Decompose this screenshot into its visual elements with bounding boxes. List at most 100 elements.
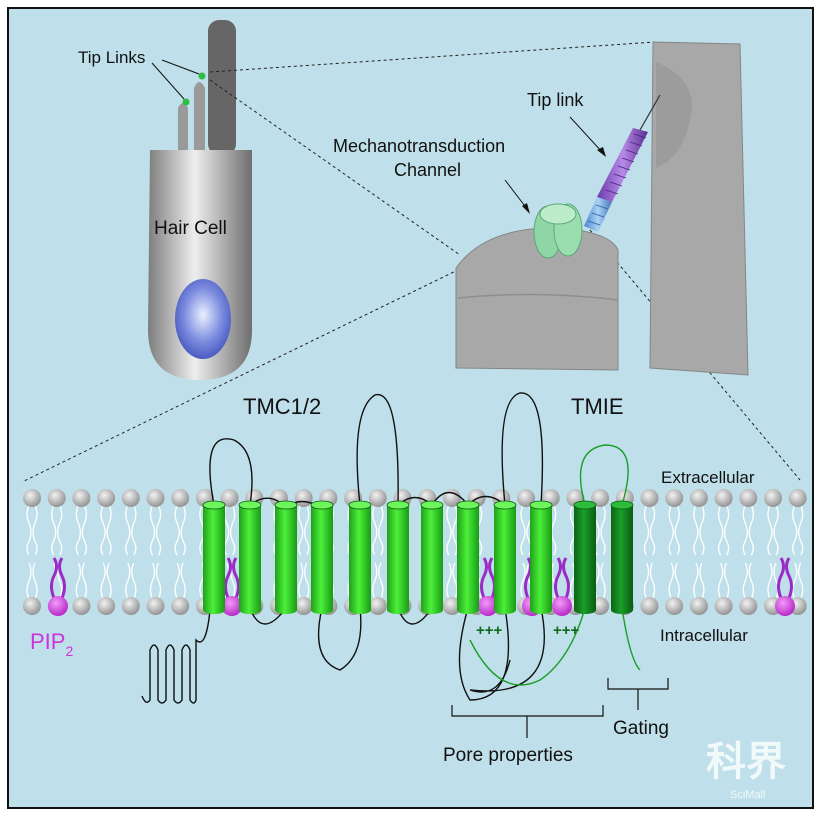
lipid-head xyxy=(146,597,165,615)
lipid-tail xyxy=(174,504,180,556)
lipid-tail xyxy=(149,562,156,600)
lipid-head xyxy=(591,489,610,507)
lipid-head xyxy=(714,597,733,615)
helix-top xyxy=(493,500,517,510)
kinocilium xyxy=(208,20,236,155)
lipid-tail xyxy=(674,504,680,556)
lipid-tail xyxy=(767,562,773,600)
lipid-tail xyxy=(229,504,236,556)
lipid-tail xyxy=(446,562,452,600)
helix-body xyxy=(494,505,516,610)
watermark-en: SciMall xyxy=(730,789,765,801)
mechano-label-line2: Channel xyxy=(394,160,461,180)
tmc-label: TMC1/2 xyxy=(243,394,321,419)
tip-link-molecule xyxy=(584,94,661,232)
lipid-tail xyxy=(520,504,526,556)
pip2-tail xyxy=(232,557,240,599)
lipid-tail xyxy=(446,504,452,556)
leader-line xyxy=(151,62,185,100)
pip2-label: PIP2 xyxy=(30,629,73,659)
helix-body xyxy=(611,505,633,610)
lipid-tail xyxy=(155,562,162,600)
lipid-tail xyxy=(668,504,674,556)
helix-bottom xyxy=(530,606,552,614)
lipid-tail xyxy=(75,562,82,600)
lipid-tail xyxy=(125,504,131,556)
lipid-tail xyxy=(298,562,304,600)
pip2-tail xyxy=(777,557,785,599)
lipid-tail xyxy=(773,504,779,556)
lipid-head xyxy=(97,489,116,507)
helix-bottom xyxy=(203,606,225,614)
lipid-tail xyxy=(767,504,773,556)
pore-properties-label: Pore properties xyxy=(443,745,573,766)
helix-body xyxy=(311,505,333,610)
lipid-head xyxy=(788,489,807,507)
lipid-tail xyxy=(643,504,650,556)
lipid-head xyxy=(23,489,41,507)
lipid-head xyxy=(739,489,758,507)
lipid-tail xyxy=(180,562,186,600)
lipid-head xyxy=(171,489,190,507)
lipid-tail xyxy=(798,504,804,556)
helix-top xyxy=(274,500,298,510)
lipid-tail xyxy=(742,504,748,556)
lipid-tail xyxy=(298,504,304,556)
helix-top xyxy=(238,500,262,510)
lipid-tail xyxy=(693,562,699,600)
helix-top xyxy=(310,500,334,510)
lipid-tail xyxy=(106,504,112,556)
lipid-tail xyxy=(75,504,82,556)
gating-label: Gating xyxy=(613,718,669,739)
lipid-tail xyxy=(57,504,63,556)
lipid-tail xyxy=(106,562,112,600)
lipid-tail xyxy=(149,504,156,556)
lipid-head xyxy=(72,489,91,507)
lipid-head xyxy=(23,597,41,615)
helix-bottom xyxy=(611,606,633,614)
helix-body xyxy=(530,505,552,610)
lipid-tail xyxy=(717,504,724,556)
watermark-cn: 科界 xyxy=(706,739,786,785)
lipid-tail xyxy=(668,562,674,600)
lipid-head xyxy=(764,489,782,507)
lipid-tail xyxy=(717,562,724,600)
lipid-tail xyxy=(649,504,656,556)
plus-charges-left: +++ xyxy=(476,622,503,639)
lipid-tail xyxy=(600,504,606,556)
leader-line xyxy=(161,59,200,75)
lipid-tail xyxy=(742,562,748,600)
helix-body xyxy=(421,505,443,610)
pip2-tail xyxy=(224,557,232,599)
tmie-label: TMIE xyxy=(571,394,624,419)
helix-body xyxy=(387,505,409,610)
helix-bottom xyxy=(349,606,371,614)
pip2-tail xyxy=(50,557,58,599)
pip2-tail xyxy=(562,557,570,599)
lipid-tail xyxy=(748,562,754,600)
nucleus xyxy=(175,279,231,359)
lipid-tail xyxy=(81,504,88,556)
lipid-tail xyxy=(792,562,798,600)
lipid-tail xyxy=(51,504,57,556)
lipid-tail xyxy=(643,562,650,600)
helix-top xyxy=(348,500,372,510)
helix-top xyxy=(386,500,410,510)
lipid-head xyxy=(640,489,659,507)
tip-link-label: Tip link xyxy=(527,90,584,110)
helix-body xyxy=(457,505,479,610)
hair-cell-label: Hair Cell xyxy=(154,218,227,239)
lipid-head xyxy=(640,597,659,615)
lipid-tail xyxy=(304,562,310,600)
lipid-tail xyxy=(100,562,106,600)
lipid-tail xyxy=(174,562,180,600)
pip2-head xyxy=(478,596,498,616)
lipid-head xyxy=(294,489,313,507)
helix-top xyxy=(573,500,597,510)
lipid-tail xyxy=(100,504,106,556)
lipid-head xyxy=(689,597,708,615)
pip2-head xyxy=(222,596,242,616)
helix-body xyxy=(349,505,371,610)
lipid-head xyxy=(294,597,313,615)
